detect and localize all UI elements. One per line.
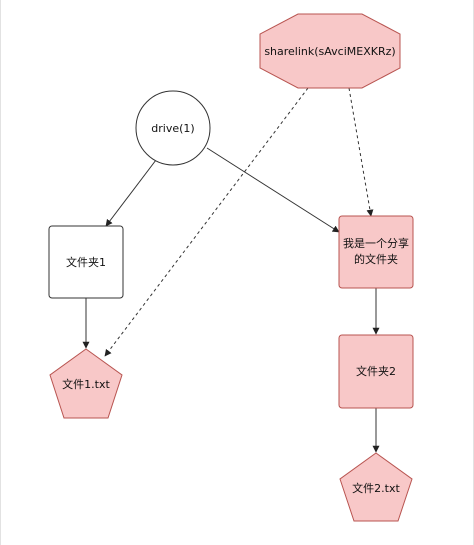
folder1-box (48, 225, 124, 299)
edge-sharelink-to-shared-folder (348, 87, 374, 217)
folder2-box (338, 334, 414, 409)
node-drive[interactable]: drive(1) (135, 90, 211, 166)
node-folder2[interactable]: 文件夹2 (338, 334, 414, 409)
node-folder2-label: 文件夹2 (356, 364, 396, 378)
edge-sharelink-to-file1 (104, 87, 309, 357)
edge-drive-to-folder1 (105, 159, 157, 227)
node-file1-label: 文件1.txt (62, 377, 110, 391)
pentagon-shape (339, 452, 413, 522)
node-shared-folder-label-line2: 的文件夹 (354, 252, 398, 266)
node-drive-label: drive(1) (151, 122, 194, 135)
node-folder1[interactable]: 文件夹1 (48, 225, 124, 299)
node-file2-label: 文件2.txt (352, 481, 400, 495)
edges (82, 87, 380, 453)
shared-folder-box (338, 215, 414, 289)
node-folder1-label: 文件夹1 (66, 255, 106, 269)
node-file1[interactable]: 文件1.txt (49, 348, 123, 419)
node-shared-folder[interactable]: 我是一个分享 的文件夹 (338, 215, 414, 289)
node-shared-folder-label-line1: 我是一个分享 (343, 236, 409, 250)
circle-shape (135, 90, 211, 166)
node-file2[interactable]: 文件2.txt (339, 452, 413, 522)
edge-drive-to-shared-folder (206, 147, 340, 233)
octagon-shape (259, 13, 401, 89)
node-sharelink[interactable]: sharelink(sAvciMEXKRz) (259, 13, 401, 89)
node-sharelink-label: sharelink(sAvciMEXKRz) (264, 45, 395, 58)
pentagon-shape (49, 348, 123, 419)
